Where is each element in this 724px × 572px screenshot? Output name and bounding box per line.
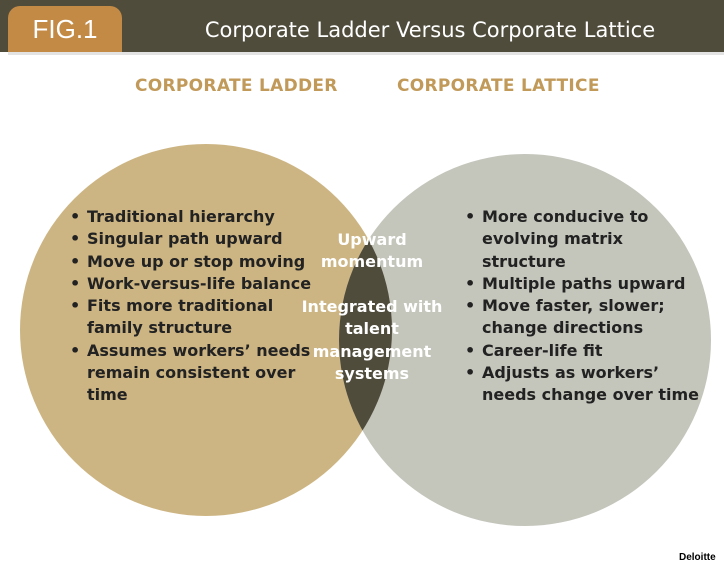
- overlap-item-upward-momentum: Upward momentum: [320, 230, 424, 272]
- list-item: Traditional hierarchy: [67, 206, 329, 229]
- list-item: Assumes workers’ needs remain consistent…: [67, 340, 329, 407]
- list-item: Singular path upward: [67, 228, 329, 251]
- lattice-heading: CORPORATE LATTICE: [397, 76, 600, 96]
- list-item: Adjusts as workers’ needs change over ti…: [462, 362, 708, 407]
- list-item: More conducive to evolving matrix struct…: [462, 206, 708, 273]
- ladder-heading: CORPORATE LADDER: [135, 76, 338, 96]
- list-item: Work-versus-life balance: [67, 273, 329, 296]
- figure-title: Corporate Ladder Versus Corporate Lattic…: [204, 18, 656, 42]
- overlap-item-integrated-talent: Integrated with talent management system…: [301, 297, 443, 383]
- panel-top-rule: [8, 52, 724, 55]
- figure-number-badge: FIG.1: [8, 6, 122, 52]
- figure-number: FIG.1: [32, 14, 98, 44]
- ladder-bullet-list: Traditional hierarchy Singular path upwa…: [67, 206, 329, 407]
- list-item: Move up or stop moving: [67, 251, 329, 274]
- list-item: Move faster, slower; change directions: [462, 295, 708, 340]
- list-item: Fits more traditional family structure: [67, 295, 329, 340]
- lattice-bullet-list: More conducive to evolving matrix struct…: [462, 206, 708, 407]
- source-credit: Deloitte: [679, 552, 716, 563]
- list-item: Multiple paths upward: [462, 273, 708, 296]
- list-item: Career-life fit: [462, 340, 708, 363]
- figure-header: FIG.1 Corporate Ladder Versus Corporate …: [0, 0, 724, 52]
